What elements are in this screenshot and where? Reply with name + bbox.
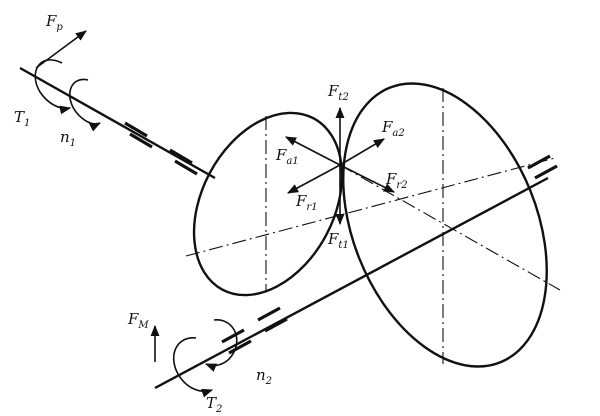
contact-forces (285, 106, 396, 226)
speed-n1-rotation (68, 78, 102, 132)
label-fp: Fp (45, 12, 63, 33)
label-ft2: Ft2 (327, 82, 349, 103)
pinion-gear-1 (192, 111, 344, 297)
label-ft1: Ft1 (327, 230, 349, 251)
torque-t2-moment (172, 337, 214, 398)
label-t1: T1 (14, 108, 30, 129)
label-fr1: Fr1 (295, 192, 318, 213)
gear-center-line (185, 157, 561, 291)
label-fr2: Fr2 (385, 170, 408, 191)
label-fm: FM (127, 310, 149, 331)
output-shaft (154, 154, 558, 390)
speed-n2-rotation (204, 319, 238, 372)
label-n2: n2 (256, 366, 272, 387)
label-t2: T2 (206, 394, 222, 415)
force-fp-arrow (35, 30, 87, 69)
label-fa1: Fa1 (275, 146, 299, 167)
label-fa2: Fa2 (381, 118, 405, 139)
input-shaft (19, 66, 216, 180)
label-n1: n1 (60, 128, 76, 149)
torque-t1-moment (34, 59, 72, 115)
gear-2 (342, 82, 548, 368)
